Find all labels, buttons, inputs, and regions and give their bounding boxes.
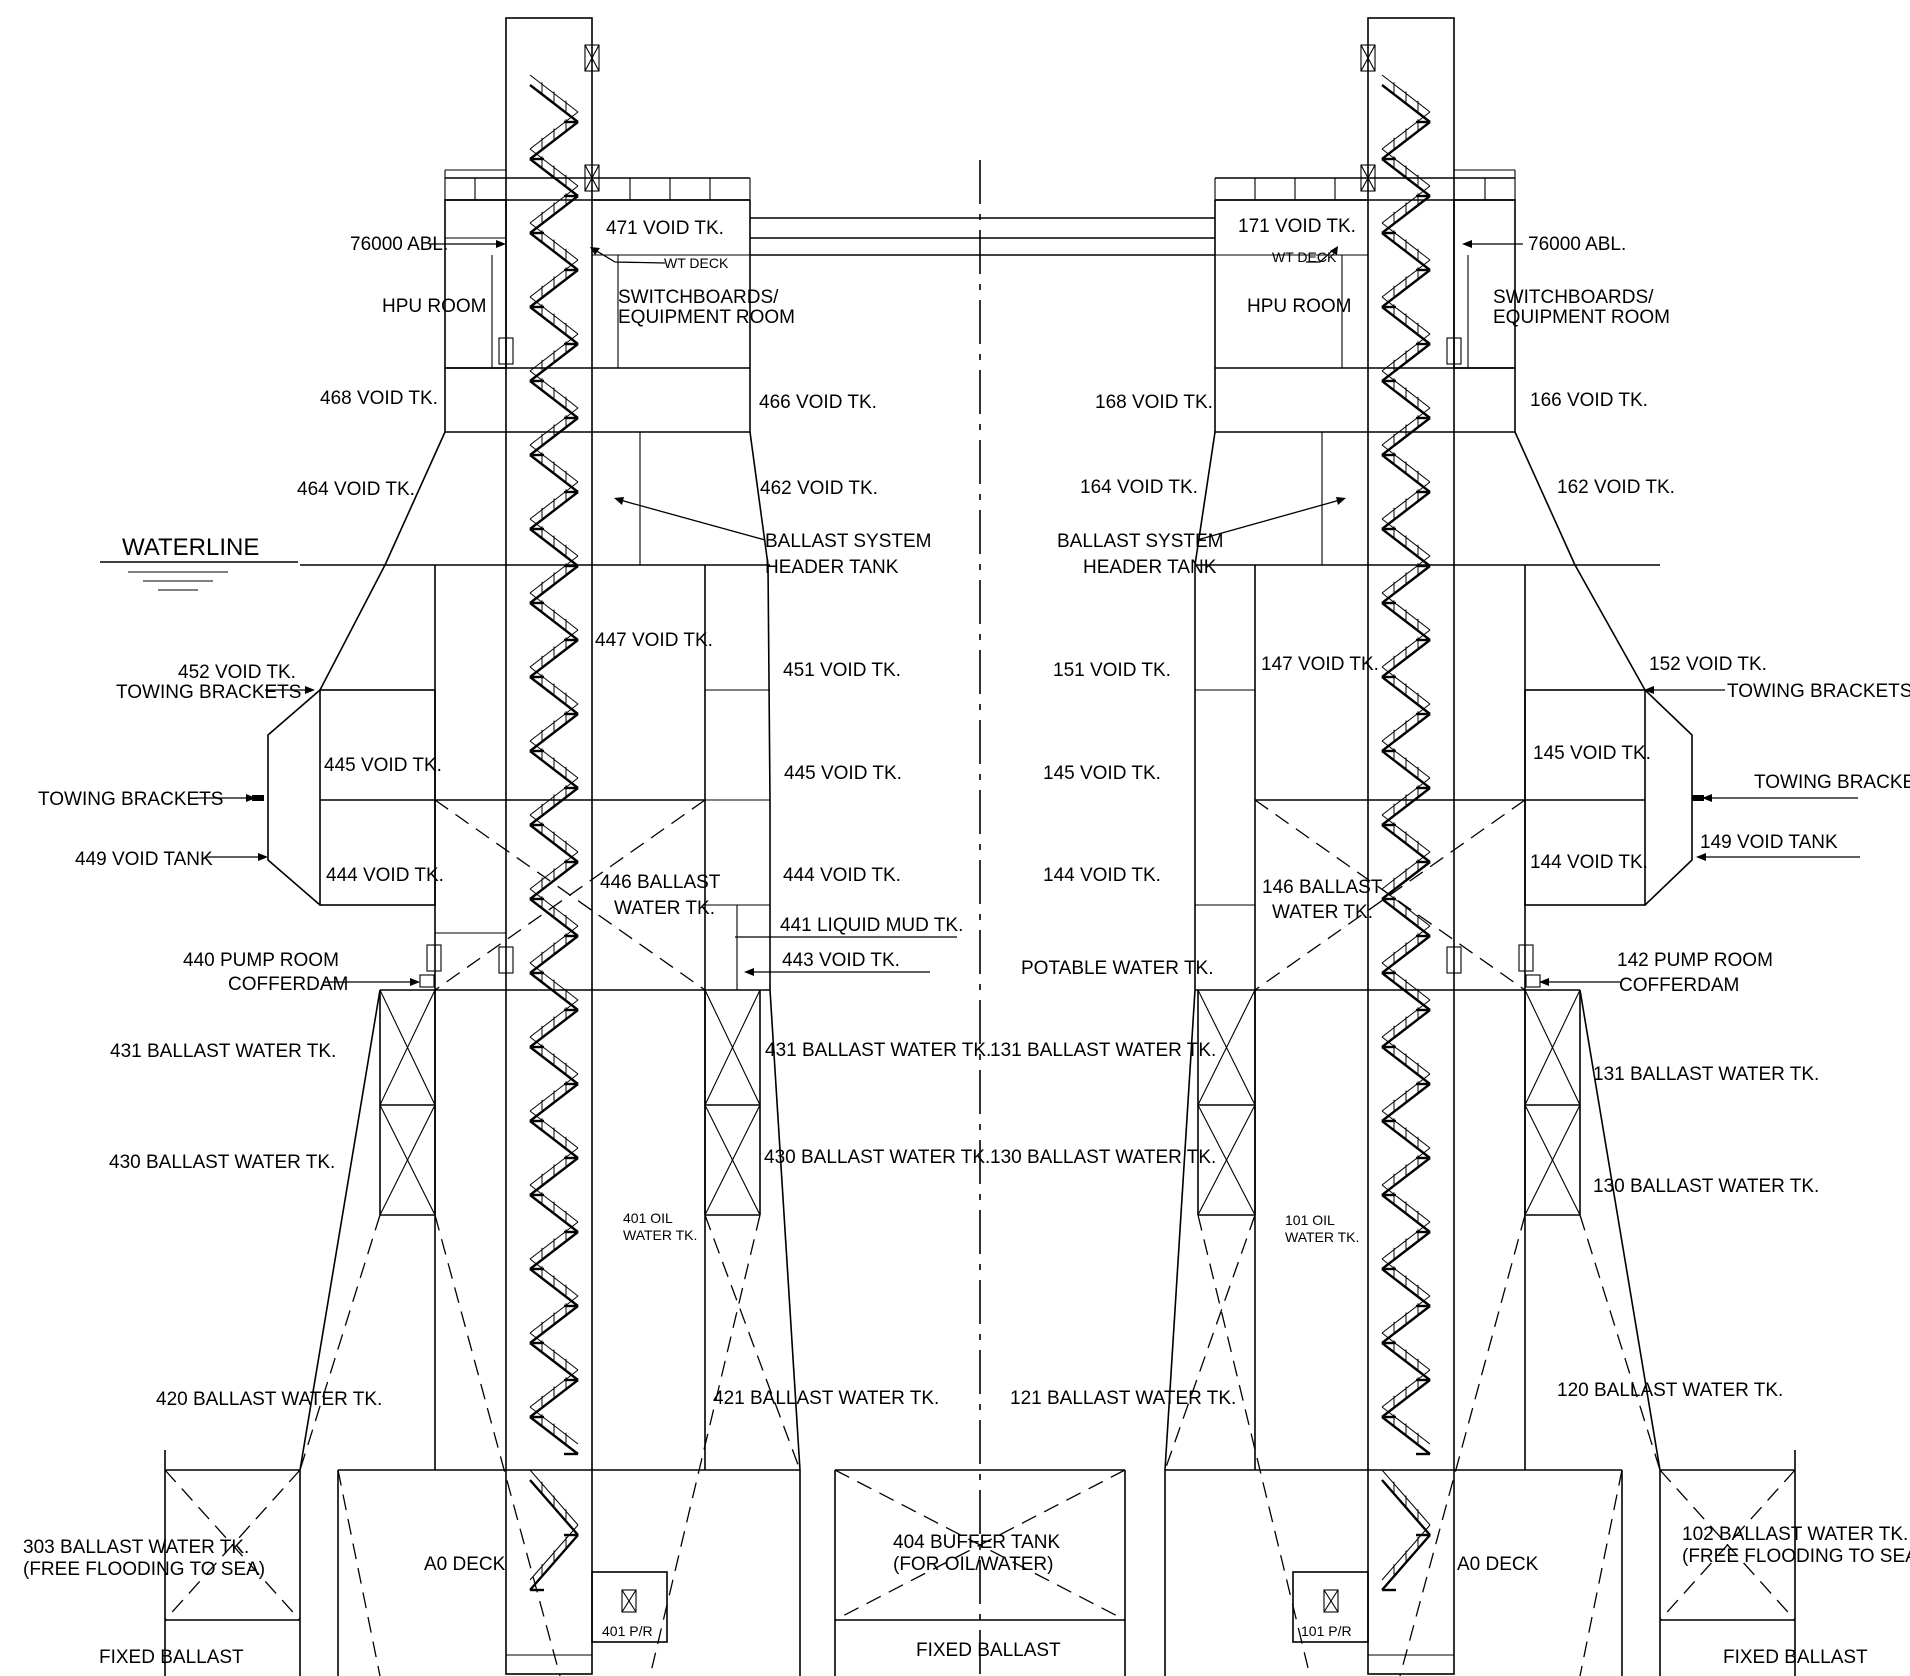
tank-443-label: 443 VOID TK. — [782, 950, 900, 971]
switchboards-left-label-2: EQUIPMENT ROOM — [618, 307, 795, 328]
tank-151-label: 151 VOID TK. — [1053, 660, 1171, 681]
switchboards-right-label-2: EQUIPMENT ROOM — [1493, 307, 1670, 328]
tank-430-right-label: 430 BALLAST WATER TK. — [764, 1147, 990, 1168]
tank-120-label: 120 BALLAST WATER TK. — [1557, 1380, 1783, 1401]
fixed-ballast-mid-label: FIXED BALLAST — [916, 1640, 1061, 1661]
tank-401-label-2: WATER TK. — [623, 1227, 697, 1243]
tank-131-right-label: 131 BALLAST WATER TK. — [1593, 1064, 1819, 1085]
tank-446-label-1: 446 BALLAST — [600, 872, 721, 893]
pump-room-401-label: 401 P/R — [602, 1623, 653, 1639]
tank-431-right-label: 431 BALLAST WATER TK. — [765, 1040, 991, 1061]
tank-440-label-2: COFFERDAM — [228, 974, 348, 995]
towing-brackets-left-lower-label: TOWING BRACKETS — [38, 789, 223, 810]
tank-444-outer-label: 444 VOID TK. — [783, 865, 901, 886]
tank-303-label-1: 303 BALLAST WATER TK. — [23, 1537, 249, 1558]
center-structure — [750, 160, 1215, 1676]
a0-deck-left-label: A0 DECK — [424, 1554, 506, 1575]
tank-404-label-2: (FOR OIL/WATER) — [893, 1554, 1053, 1575]
towing-brackets-right-upper-label: TOWING BRACKETS — [1727, 681, 1910, 702]
tank-145-outer-label: 145 VOID TK. — [1043, 763, 1161, 784]
tank-441-label: 441 LIQUID MUD TK. — [780, 915, 963, 936]
ballast-header-left-label-2: HEADER TANK — [765, 557, 899, 578]
waterline-label: WATERLINE — [122, 534, 259, 561]
tank-162-label: 162 VOID TK. — [1557, 477, 1675, 498]
switchboards-right-label-1: SWITCHBOARDS/ — [1493, 287, 1654, 308]
tank-102-label-1: 102 BALLAST WATER TK. — [1682, 1524, 1908, 1545]
tank-144-inner-label: 144 VOID TK. — [1530, 852, 1648, 873]
potable-water-label: POTABLE WATER TK. — [1021, 958, 1214, 979]
tank-171-label: 171 VOID TK. — [1238, 216, 1356, 237]
fixed-ballast-right-label: FIXED BALLAST — [1723, 1647, 1868, 1668]
waterline-symbol — [100, 561, 298, 591]
tank-303-label-2: (FREE FLOODING TO SEA) — [23, 1559, 265, 1580]
tank-420-label: 420 BALLAST WATER TK. — [156, 1389, 382, 1410]
tank-471-label: 471 VOID TK. — [606, 218, 724, 239]
tank-130-right-label: 130 BALLAST WATER TK. — [1593, 1176, 1819, 1197]
tank-449-label: 449 VOID TANK — [75, 849, 213, 870]
tank-468-label: 468 VOID TK. — [320, 388, 438, 409]
tank-431-left-label: 431 BALLAST WATER TK. — [110, 1041, 336, 1062]
hpu-room-left-label: HPU ROOM — [382, 296, 487, 317]
tank-146-label-2: WATER TK. — [1272, 902, 1373, 923]
tank-101-label-1: 101 OIL — [1285, 1212, 1335, 1228]
tank-462-label: 462 VOID TK. — [760, 478, 878, 499]
tank-142-label-1: 142 PUMP ROOM — [1617, 950, 1773, 971]
tank-444-inner-label: 444 VOID TK. — [326, 865, 444, 886]
stair-flights — [529, 74, 1431, 1592]
tank-144-outer-label: 144 VOID TK. — [1043, 865, 1161, 886]
elevation-label-right: 76000 ABL. — [1528, 234, 1626, 255]
tank-152-label: 152 VOID TK. — [1649, 654, 1767, 675]
tank-149-label: 149 VOID TANK — [1700, 832, 1838, 853]
tank-164-label: 164 VOID TK. — [1080, 477, 1198, 498]
tank-142-label-2: COFFERDAM — [1619, 975, 1739, 996]
left-labels: 76000 ABL. WATERLINE 471 VOID TK. WT DEC… — [23, 218, 991, 1668]
tank-451-label: 451 VOID TK. — [783, 660, 901, 681]
tank-401-label-1: 401 OIL — [623, 1210, 673, 1226]
ballast-header-right-label-1: BALLAST SYSTEM — [1057, 531, 1224, 552]
tank-130-left-label: 130 BALLAST WATER TK. — [990, 1147, 1216, 1168]
a0-deck-right-label: A0 DECK — [1457, 1554, 1539, 1575]
wt-deck-left-label: WT DECK — [664, 255, 729, 271]
hpu-room-right-label: HPU ROOM — [1247, 296, 1352, 317]
towing-brackets-left-upper-label: TOWING BRACKETS — [116, 682, 301, 703]
tank-440-label-1: 440 PUMP ROOM — [183, 950, 339, 971]
tank-421-label: 421 BALLAST WATER TK. — [713, 1388, 939, 1409]
tank-446-label-2: WATER TK. — [614, 898, 715, 919]
tank-102-label-2: (FREE FLOODING TO SEA) — [1682, 1546, 1910, 1567]
leader-lines — [195, 240, 1860, 986]
tank-146-label-1: 146 BALLAST — [1262, 877, 1383, 898]
wt-deck-right-label: WT DECK — [1272, 249, 1337, 265]
tank-168-label: 168 VOID TK. — [1095, 392, 1213, 413]
ballast-header-left-label-1: BALLAST SYSTEM — [765, 531, 932, 552]
switchboards-left-label-1: SWITCHBOARDS/ — [618, 287, 779, 308]
fixed-ballast-left-label: FIXED BALLAST — [99, 1647, 244, 1668]
tank-131-left-label: 131 BALLAST WATER TK. — [990, 1040, 1216, 1061]
tank-466-label: 466 VOID TK. — [759, 392, 877, 413]
tank-447-label: 447 VOID TK. — [595, 630, 713, 651]
tank-430-left-label: 430 BALLAST WATER TK. — [109, 1152, 335, 1173]
ballast-header-right-label-2: HEADER TANK — [1083, 557, 1217, 578]
pump-room-101-label: 101 P/R — [1301, 1623, 1352, 1639]
tank-445-outer-label: 445 VOID TK. — [784, 763, 902, 784]
tank-145-inner-label: 145 VOID TK. — [1533, 743, 1651, 764]
tank-404-label-1: 404 BUFFER TANK — [893, 1532, 1061, 1553]
tank-121-label: 121 BALLAST WATER TK. — [1010, 1388, 1236, 1409]
towing-brackets-right-lower-label: TOWING BRACKETS — [1754, 772, 1910, 793]
tank-166-label: 166 VOID TK. — [1530, 390, 1648, 411]
right-labels: 404 BUFFER TANK (FOR OIL/WATER) FIXED BA… — [893, 216, 1910, 1668]
tank-101-label-2: WATER TK. — [1285, 1229, 1359, 1245]
tank-452-label: 452 VOID TK. — [178, 662, 296, 683]
elevation-label-left: 76000 ABL. — [350, 234, 448, 255]
tank-445-inner-label: 445 VOID TK. — [324, 755, 442, 776]
tank-147-label: 147 VOID TK. — [1261, 654, 1379, 675]
tank-464-label: 464 VOID TK. — [297, 479, 415, 500]
